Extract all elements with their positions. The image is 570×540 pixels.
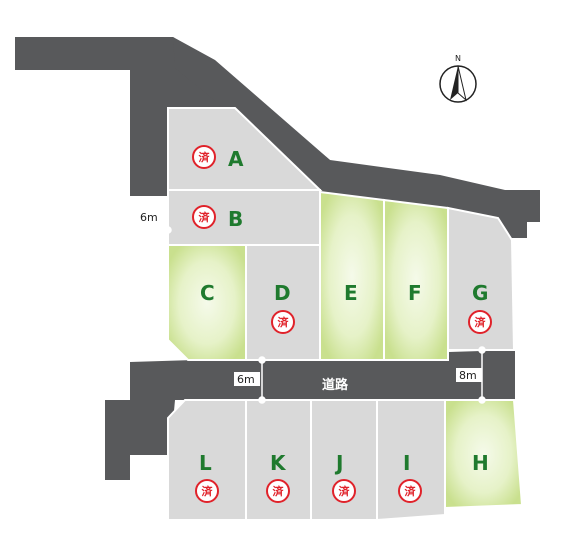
lot-h-label: H [472,451,489,475]
lot-j-label: J [334,451,343,475]
lot-j-sold-badge: 済 [332,479,356,503]
lot-b-sold-badge: 済 [192,205,216,229]
lot-d-sold-badge: 済 [271,310,295,334]
lot-b[interactable] [167,189,321,246]
lot-l[interactable] [167,399,247,521]
svg-text:済: 済 [273,484,285,498]
lot-a-label: A [228,147,244,171]
svg-text:済: 済 [202,484,214,498]
lot-f-label: F [408,281,422,305]
north-label: N [455,54,461,63]
lot-g[interactable] [447,206,516,351]
svg-text:済: 済 [405,484,417,498]
lot-l-sold-badge: 済 [195,479,219,503]
dimension-markers [126,226,486,404]
lot-l-label: L [199,451,212,475]
west-road-width: 6m [140,211,158,224]
east-road-width: 8m [459,369,477,382]
svg-text:済: 済 [199,150,211,164]
center-road-width: 6m [237,373,255,386]
dimension-labels: 6m 6m 8m [136,210,482,386]
lot-g-sold-badge: 済 [468,310,492,334]
lot-b-label: B [228,207,243,231]
lot-c[interactable] [167,244,247,361]
lots [167,107,524,522]
road-label: 道路 [322,377,349,393]
north-arrow-icon: N [439,54,477,103]
lot-e-label: E [344,281,358,305]
lot-i-label: I [403,451,410,475]
lot-k-label: K [270,451,287,475]
lot-c-label: C [200,281,215,305]
svg-text:済: 済 [339,484,351,498]
lot-g-label: G [472,281,488,305]
center-road [130,350,515,400]
north-east-road [173,37,540,238]
svg-text:済: 済 [475,315,487,329]
lot-i-sold-badge: 済 [398,479,422,503]
sold-markers: 済 済 済 済 済 済 済 済 [192,145,492,503]
lot-f[interactable] [383,198,449,361]
lot-labels: A B C D E F G H I J K L [199,147,489,475]
south-west-road [105,400,175,455]
svg-text:済: 済 [199,210,211,224]
svg-text:済: 済 [278,315,290,329]
lot-d-label: D [274,281,291,305]
lot-e[interactable] [319,190,385,361]
lot-k-sold-badge: 済 [266,479,290,503]
lot-a-sold-badge: 済 [192,145,216,169]
